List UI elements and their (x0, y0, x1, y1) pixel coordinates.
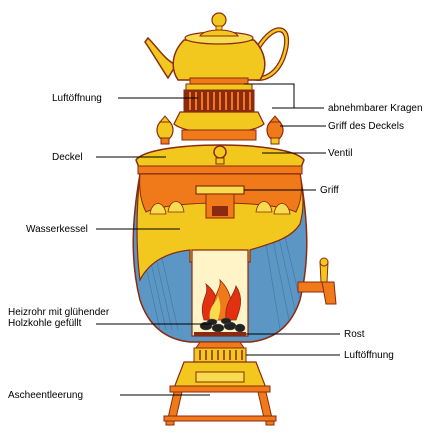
label-ascheentleerung: Ascheentleerung (8, 390, 84, 401)
neck (195, 341, 245, 349)
teapot-lid-dome (199, 29, 239, 37)
tap (297, 257, 337, 305)
base-ring (169, 385, 271, 393)
grate (194, 332, 246, 336)
crown-grille-slots (189, 92, 251, 110)
griff-slot (212, 206, 228, 216)
label-luftoeffnung-top: Luftöffnung (52, 93, 102, 104)
lid-handle-right (266, 115, 284, 145)
crown (173, 83, 265, 141)
leader-lines (96, 83, 340, 396)
label-kragen: abnehmbarer Kragen (328, 103, 423, 114)
griff-bar (195, 185, 245, 195)
label-ventil: Ventil (328, 148, 353, 159)
teapot (144, 12, 290, 85)
label-rost: Rost (344, 329, 365, 340)
lid-rim (137, 165, 303, 175)
teapot-foot (189, 77, 249, 85)
air-vent-bottom-slots (199, 350, 243, 360)
charcoal (199, 317, 246, 333)
teapot-body (172, 39, 266, 81)
fire (201, 278, 241, 321)
teapot-knob (211, 12, 227, 28)
teapot-handle-inner (254, 28, 288, 80)
label-deckel: Deckel (52, 152, 83, 163)
teapot-knob-neck (215, 25, 223, 31)
label-heizrohr-line2: Holzkohle gefüllt (8, 318, 82, 329)
base-legs (163, 391, 277, 426)
label-griff-deckel: Griff des Deckels (328, 121, 404, 132)
label-heizrohr-line1: Heizrohr mit glühender (8, 307, 110, 318)
label-luftoeffnung-bottom: Luftöffnung (344, 350, 394, 361)
valve (213, 145, 227, 165)
lid-handle-left (156, 115, 174, 145)
crown-top-band (185, 83, 253, 91)
ash-drawer (195, 371, 245, 383)
label-wasserkessel: Wasserkessel (26, 224, 88, 235)
body-scallops (149, 201, 291, 215)
crown-collar-base (181, 129, 257, 141)
leader-kragen (244, 83, 295, 109)
label-griff: Griff (320, 185, 339, 196)
air-vent-bottom (193, 347, 247, 363)
teapot-spout (144, 36, 178, 80)
